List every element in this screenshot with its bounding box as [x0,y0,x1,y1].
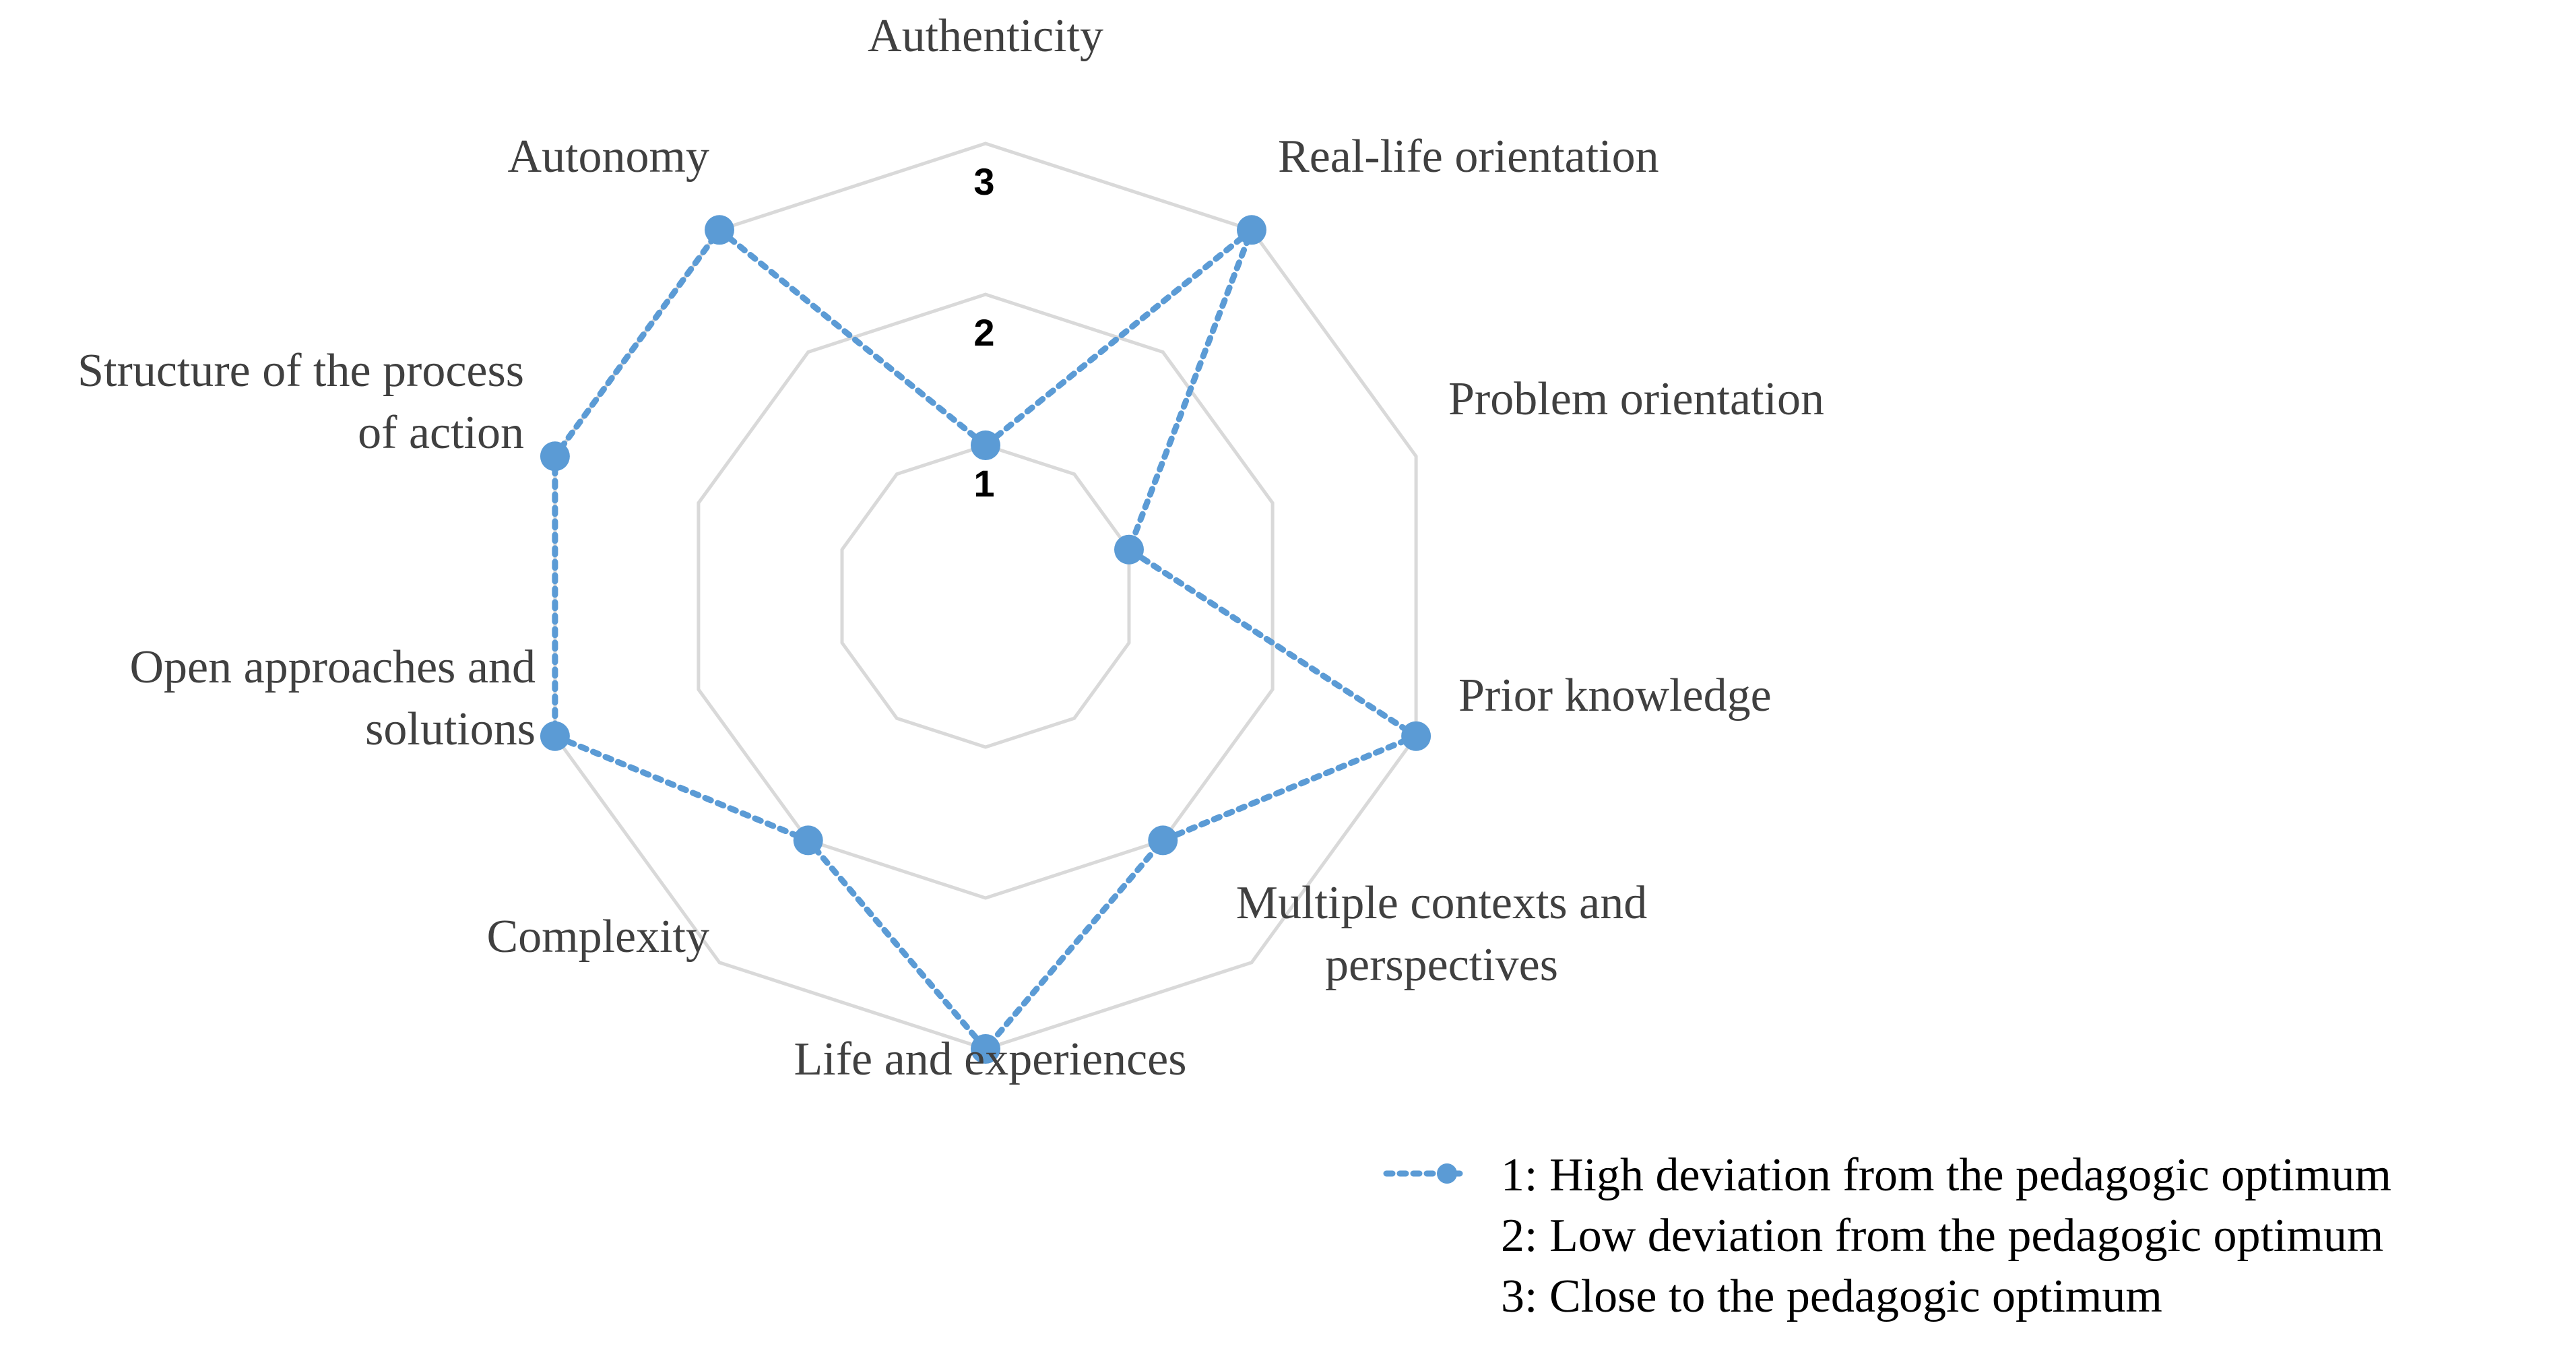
data-point-authenticity [971,430,1000,460]
axis-label-open-approaches-and-solutions: Open approaches and solutions [129,641,536,755]
axis-label-line: perspectives [1325,939,1558,991]
data-point-open-approaches-and-solutions [540,721,570,751]
axis-label-line: Real-life orientation [1278,131,1659,183]
data-point-problem-orientation [1114,534,1144,565]
axis-label-line: Life and experiences [794,1033,1186,1085]
axis-label-life-and-experiences: Life and experiences [794,1033,1186,1085]
grid-ring-1 [840,443,1131,749]
radial-tick-label: 2 [973,311,994,354]
radial-tick-label: 1 [973,462,994,505]
radial-tick-labels: 1 2 3 [973,160,994,505]
axis-label-line: Autonomy [508,131,709,183]
axis-label-multiple-contexts-and-perspectives: Multiple contexts and perspectives [1236,877,1647,991]
axis-label-complexity: Complexity [486,911,709,963]
axis-label-real-life-orientation: Real-life orientation [1278,131,1659,183]
axis-label-line: Open approaches and [129,641,536,693]
legend-entry-3: 3: Close to the pedagogic optimum [1501,1271,2162,1322]
legend-entry-1: 1: High deviation from the pedagogic opt… [1501,1149,2391,1201]
data-point-real-life-orientation [1237,215,1266,245]
axis-label-line: Multiple contexts and [1236,877,1647,929]
axis-label-problem-orientation: Problem orientation [1448,373,1824,425]
data-point-autonomy [705,215,734,245]
axis-label-autonomy: Autonomy [508,131,709,183]
data-point-complexity [793,825,823,856]
legend: 1: High deviation from the pedagogic opt… [1383,1149,2391,1322]
data-point-life-and-experiences [971,1034,1000,1064]
axis-label-line: solutions [365,703,536,755]
data-point-prior-knowledge [1401,721,1431,751]
axis-label-line: Problem orientation [1448,373,1824,425]
axis-label-line: Structure of the process [77,345,524,397]
series-layer [540,215,1431,1064]
axis-label-line: Complexity [486,911,709,963]
grid-ring-2 [697,292,1275,900]
axis-label-line: of action [358,407,524,459]
radial-tick-label: 3 [973,160,994,203]
axis-label-prior-knowledge: Prior knowledge [1458,670,1772,722]
axis-label-authenticity: Authenticity [868,10,1103,62]
axis-label-line: Authenticity [868,10,1103,62]
legend-marker-icon [1437,1163,1457,1184]
axis-label-line: Prior knowledge [1458,670,1772,722]
data-point-structure-of-the-process-of-action [540,441,570,472]
axis-label-structure-of-the-process-of-action: Structure of the process of action [77,345,524,459]
legend-entry-2: 2: Low deviation from the pedagogic opti… [1501,1210,2383,1262]
data-point-multiple-contexts-and-perspectives [1148,825,1178,856]
